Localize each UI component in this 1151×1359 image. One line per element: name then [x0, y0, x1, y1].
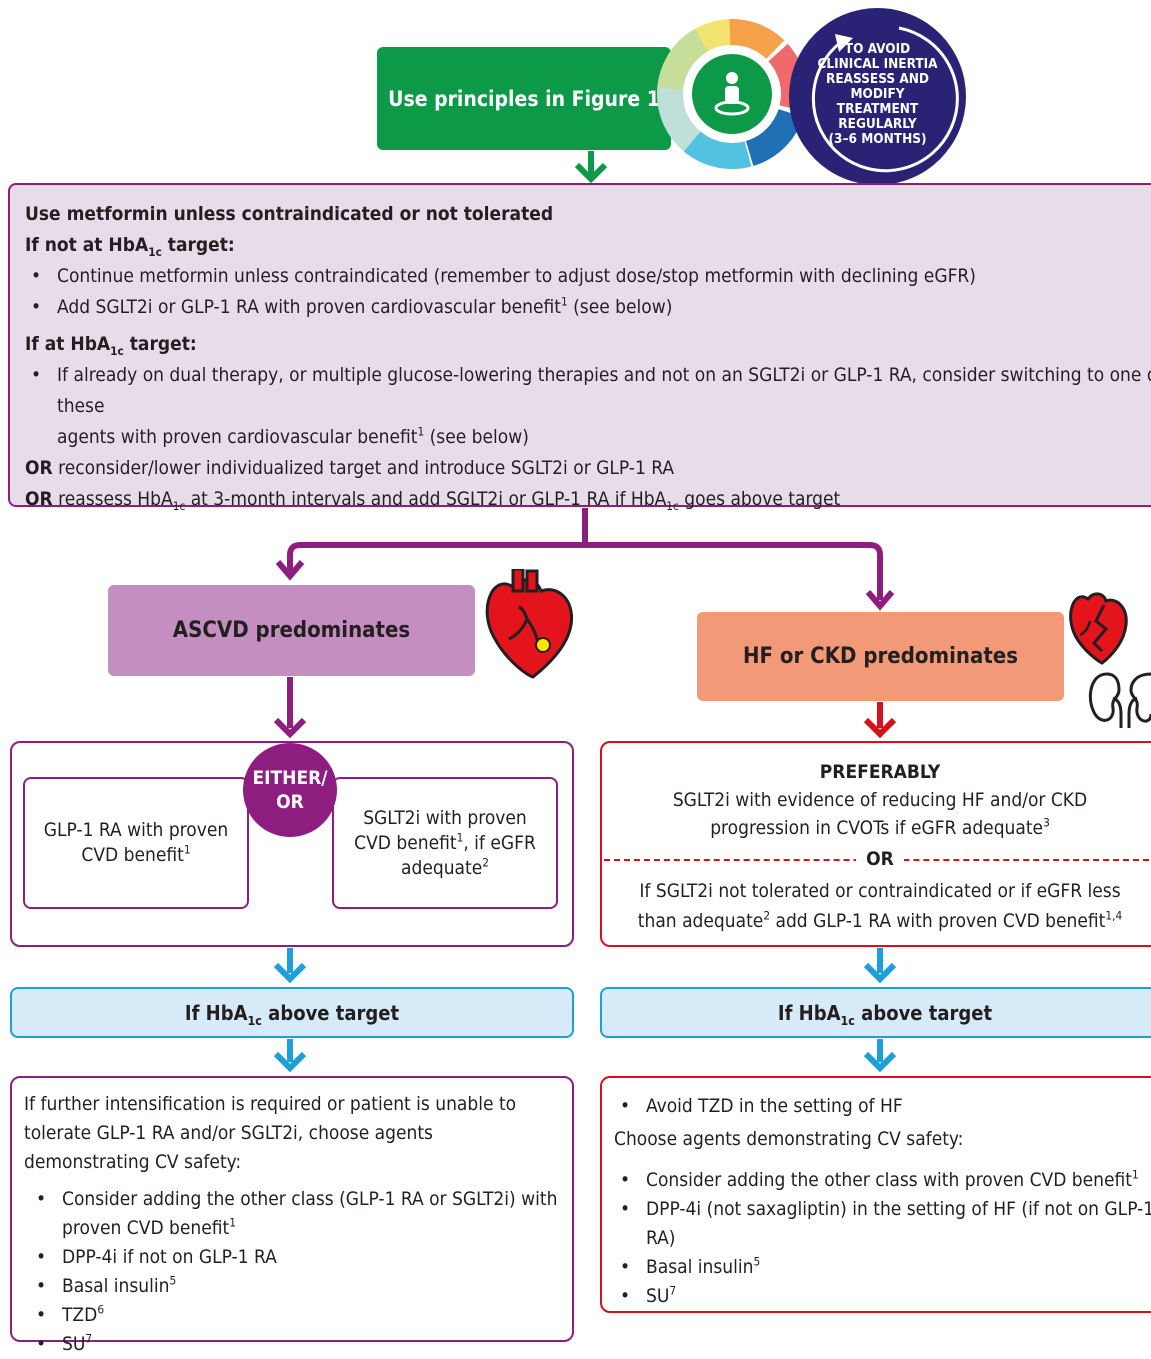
- metformin-bullet: If already on dual therapy, or multiple …: [25, 360, 1151, 453]
- principles-label: Use principles in Figure 1: [388, 86, 660, 111]
- not-at-target-heading: If not at HbA1c target:: [25, 234, 235, 259]
- list-item: Avoid TZD in the setting of HF: [614, 1092, 1151, 1121]
- list-item: TZD6: [30, 1301, 558, 1330]
- broken-heart-icon: [1069, 592, 1128, 665]
- preferably-label: PREFERABLY: [819, 761, 941, 783]
- hba1c-above-target-right: If HbA1c above target: [600, 987, 1151, 1038]
- intensification-intro: If further intensification is required o…: [24, 1093, 517, 1173]
- ascvd-box: ASCVD predominates: [108, 585, 475, 676]
- inertia-line: REGULARLY: [838, 116, 917, 132]
- list-item: Basal insulin5: [30, 1272, 558, 1301]
- ascvd-title: ASCVD predominates: [172, 618, 411, 643]
- metformin-panel: Use metformin unless contraindicated or …: [8, 183, 1151, 512]
- list-item: Basal insulin5: [614, 1253, 1151, 1282]
- list-item: DPP-4i (not saxagliptin) in the setting …: [614, 1195, 1151, 1253]
- ascvd-intensification-panel: If further intensification is required o…: [10, 1076, 574, 1359]
- inertia-text: TO AVOID CLINICAL INERTIA REASSESS AND M…: [809, 42, 946, 147]
- at-target-heading: If at HbA1c target:: [25, 333, 197, 358]
- refresh-arrow-icon: [811, 26, 959, 173]
- inertia-line: REASSESS AND: [825, 71, 929, 87]
- glp1-option-box: GLP-1 RA with proven CVD benefit1: [23, 777, 249, 909]
- or-label: OR: [856, 847, 904, 871]
- either-or-badge: EITHER/ OR: [243, 743, 337, 837]
- either-or-label: EITHER/ OR: [252, 767, 328, 813]
- inertia-line: MODIFY TREATMENT: [836, 86, 919, 117]
- principles-box: Use principles in Figure 1: [377, 47, 671, 150]
- alternative-option-text: If SGLT2i not tolerated or contraindicat…: [637, 880, 1121, 932]
- heart-icon: [485, 569, 573, 679]
- or-option: OR reconsider/lower individualized targe…: [25, 457, 675, 479]
- list-item: Consider adding the other class (GLP-1 R…: [30, 1185, 558, 1243]
- preferred-option-text: SGLT2i with evidence of reducing HF and/…: [672, 789, 1088, 839]
- alternative-option: If SGLT2i not tolerated or contraindicat…: [637, 880, 1123, 932]
- list-item: Consider adding the other class with pro…: [614, 1166, 1151, 1195]
- metformin-heading: Use metformin unless contraindicated or …: [25, 203, 554, 225]
- metformin-bullet: Add SGLT2i or GLP-1 RA with proven cardi…: [25, 292, 1151, 323]
- list-item: DPP-4i if not on GLP-1 RA: [30, 1243, 558, 1272]
- inertia-line: (3–6 MONTHS): [828, 131, 927, 147]
- kidneys-icon: [1088, 672, 1151, 728]
- glp1-option-text: GLP-1 RA with proven CVD benefit: [43, 819, 229, 866]
- inertia-line: CLINICAL INERTIA: [817, 56, 938, 72]
- metformin-bullet: Continue metformin unless contraindicate…: [25, 261, 1151, 292]
- hf-ckd-options-panel: [600, 741, 1151, 947]
- inertia-line: TO AVOID: [844, 41, 911, 57]
- sglt2-option-box: SGLT2i with proven CVD benefit1, if eGFR…: [332, 777, 558, 909]
- hf-ckd-box: HF or CKD predominates: [697, 612, 1064, 701]
- hf-ckd-title: HF or CKD predominates: [742, 644, 1019, 669]
- hba1c-above-target-left: If HbA1c above target: [10, 987, 574, 1038]
- patient-cycle-icon: [657, 18, 808, 169]
- preferably-section: PREFERABLY SGLT2i with evidence of reduc…: [600, 758, 1151, 842]
- list-item: SU7: [614, 1282, 1151, 1311]
- hf-ckd-intensification-panel: Avoid TZD in the setting of HF Choose ag…: [600, 1076, 1151, 1313]
- choose-agents-text: Choose agents demonstrating CV safety:: [614, 1128, 964, 1150]
- list-item: SU7: [30, 1330, 558, 1359]
- sglt2-option-text: SGLT2i with proven CVD benefit: [354, 806, 527, 854]
- clinical-inertia-badge: TO AVOID CLINICAL INERTIA REASSESS AND M…: [789, 8, 966, 185]
- or-option: OR reassess HbA1c at 3-month intervals a…: [25, 488, 841, 513]
